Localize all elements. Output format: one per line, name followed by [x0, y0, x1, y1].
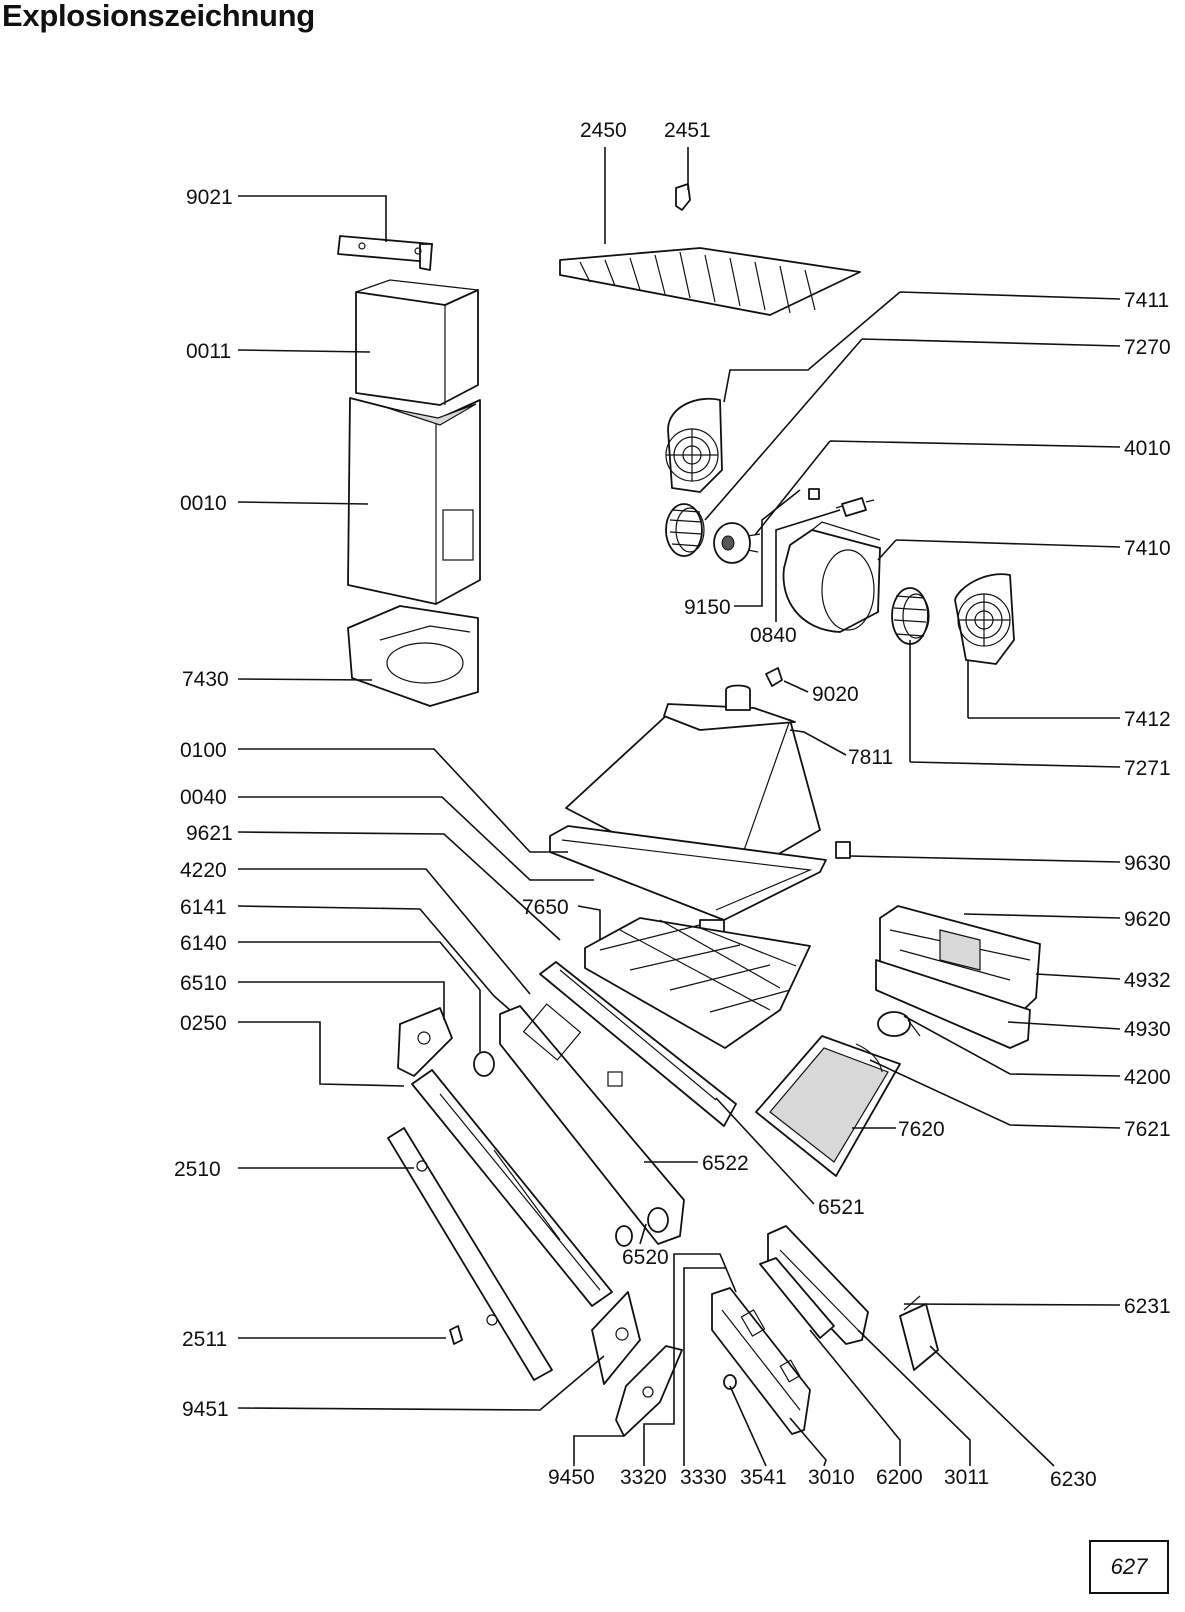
front-panel-drawing	[539, 961, 737, 1127]
part-label-3010: 3010	[808, 1466, 855, 1489]
part-label-0040: 0040	[180, 786, 227, 809]
electronics-box-drawing	[875, 905, 1041, 1049]
part-label-6522: 6522	[702, 1152, 749, 1175]
part-label-0250: 0250	[180, 1012, 227, 1035]
part-label-6520: 6520	[622, 1246, 669, 1269]
part-label-2451: 2451	[664, 119, 711, 142]
part-label-9021: 9021	[186, 186, 233, 209]
grid-2450-drawing	[559, 247, 861, 316]
part-label-9620: 9620	[1124, 908, 1171, 931]
chimney-lower-0010-drawing	[347, 397, 481, 605]
part-label-7271: 7271	[1124, 757, 1171, 780]
part-label-0840: 0840	[750, 624, 797, 647]
part-drawings	[337, 183, 1041, 1437]
part-label-7620: 7620	[898, 1118, 945, 1141]
brackets-9450-9451-drawing	[591, 1291, 683, 1437]
part-label-9020: 9020	[812, 683, 859, 706]
part-label-4220: 4220	[180, 859, 227, 882]
part-label-0010: 0010	[180, 492, 227, 515]
carbon-filter-7620-drawing	[755, 1035, 901, 1177]
switch-6230-drawing	[899, 1295, 939, 1371]
clip-2451-drawing	[675, 183, 691, 211]
page-number: 627	[1110, 1554, 1148, 1579]
part-label-7411: 7411	[1124, 289, 1169, 312]
leader-lines	[237, 147, 1121, 1467]
part-label-6231: 6231	[1124, 1295, 1171, 1318]
part-label-9621: 9621	[186, 822, 233, 845]
hood-body-0100-drawing	[565, 684, 821, 891]
part-label-9451: 9451	[182, 1398, 229, 1421]
part-label-0011: 0011	[186, 340, 231, 363]
part-label-6200: 6200	[876, 1466, 923, 1489]
part-label-4932: 4932	[1124, 969, 1171, 992]
motor-4200-drawing	[877, 1011, 921, 1037]
lamp-cover-2510-drawing	[387, 1127, 553, 1381]
part-label-7410: 7410	[1124, 537, 1171, 560]
part-label-9150: 9150	[684, 596, 731, 619]
part-label-3541: 3541	[740, 1466, 787, 1489]
fan-housing-7411-drawing	[665, 397, 723, 493]
part-label-2450: 2450	[580, 119, 627, 142]
part-label-7650: 7650	[522, 896, 569, 919]
part-label-3011: 3011	[944, 1466, 989, 1489]
part-label-7811: 7811	[848, 746, 893, 769]
part-label-3320: 3320	[620, 1466, 667, 1489]
part-label-6521: 6521	[818, 1196, 865, 1219]
clip-2511-drawing	[449, 1325, 463, 1345]
chimney-upper-0011-drawing	[355, 279, 479, 406]
light-bar-0250-drawing	[411, 1069, 633, 1307]
impeller-7271-drawing	[891, 587, 930, 645]
motor-4010-drawing	[713, 522, 761, 564]
part-label-2510: 2510	[174, 1158, 221, 1181]
part-label-7430: 7430	[182, 668, 229, 691]
fan-housing-7412-drawing	[954, 573, 1015, 665]
part-label-4930: 4930	[1124, 1018, 1171, 1041]
page-number-box: 627	[1089, 1540, 1169, 1594]
part-labels: 2450 2451 9021 7411 0011 7270 0010 4010 …	[174, 119, 1171, 1491]
part-label-6140: 6140	[180, 932, 227, 955]
part-label-7412: 7412	[1124, 708, 1171, 731]
adapter-7430-drawing	[347, 605, 479, 707]
part-label-6141: 6141	[180, 896, 227, 919]
page-title: Explosionszeichnung	[2, 0, 315, 33]
scroll-housing-7410-drawing	[782, 521, 881, 633]
part-label-2511: 2511	[182, 1328, 227, 1351]
part-label-4010: 4010	[1124, 437, 1171, 460]
display-box-drawing	[759, 1225, 869, 1345]
part-label-6510: 6510	[180, 972, 227, 995]
part-label-9450: 9450	[548, 1466, 595, 1489]
part-label-9630: 9630	[1124, 852, 1171, 875]
part-label-4200: 4200	[1124, 1066, 1171, 1089]
filter-tray-7650-drawing	[584, 917, 811, 1049]
clip-9020-drawing	[765, 667, 783, 687]
part-label-0100: 0100	[180, 739, 227, 762]
small-parts-9150-0840-drawing	[808, 488, 875, 517]
part-label-7621: 7621	[1124, 1118, 1171, 1141]
part-label-6230: 6230	[1050, 1468, 1097, 1491]
control-unit-drawing	[711, 1287, 811, 1435]
part-label-3330: 3330	[680, 1466, 727, 1489]
switch-panel-drawing	[397, 1003, 685, 1245]
part-label-7270: 7270	[1124, 336, 1171, 359]
bracket-9021-drawing	[337, 235, 433, 271]
impeller-7270-drawing	[665, 503, 705, 557]
